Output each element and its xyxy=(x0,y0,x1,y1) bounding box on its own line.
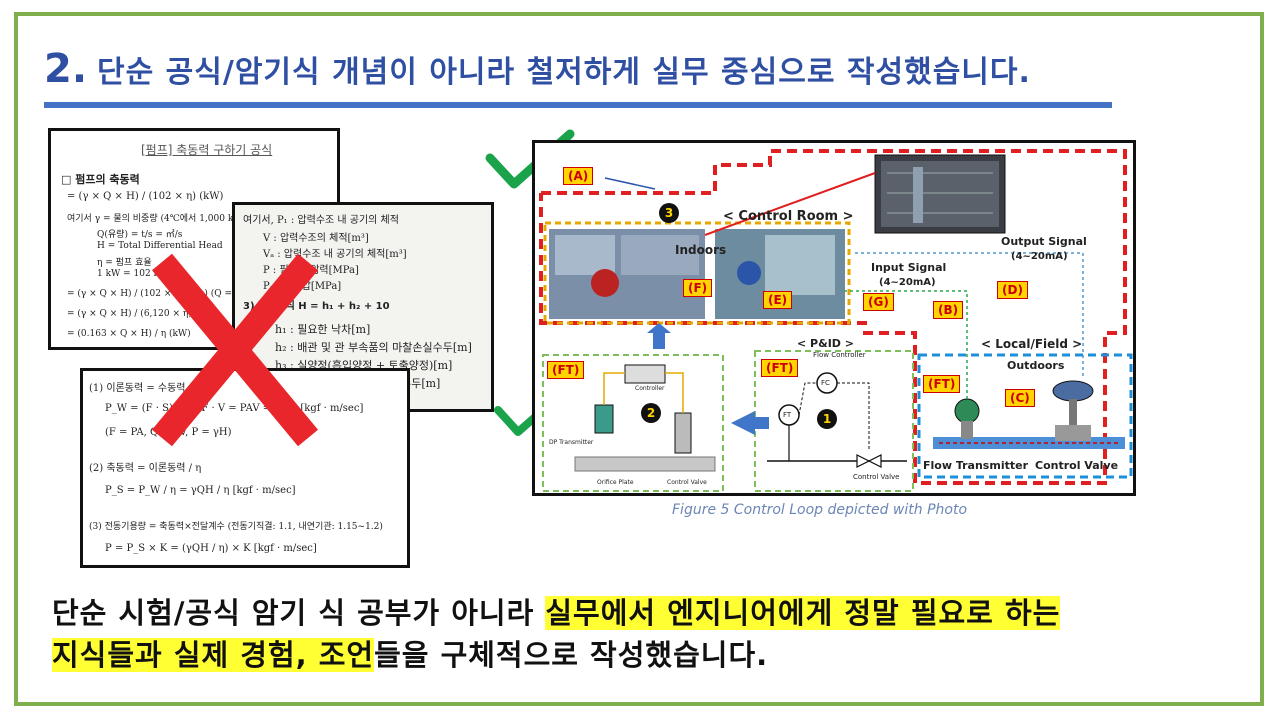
title-number: 2. xyxy=(44,46,88,92)
tag-f: (F) xyxy=(683,279,713,297)
slide-frame xyxy=(14,12,1264,706)
orifice-plate-label: Orifice Plate xyxy=(597,479,634,486)
control-loop-diagram: (A) 3 < Control Room > Indoors Output Si… xyxy=(532,140,1136,496)
x-mark-icon xyxy=(151,253,319,447)
tag-d: (D) xyxy=(997,281,1028,299)
doc1-line: = (0.163 × Q × H) / η (kW) xyxy=(67,329,191,339)
doc1-line: H = Total Differential Head xyxy=(97,241,223,251)
title-underline xyxy=(44,102,1112,108)
control-valve-label: Control Valve xyxy=(1035,459,1119,472)
number-2-badge: 2 xyxy=(641,403,661,423)
tag-e: (E) xyxy=(763,291,793,309)
control-room-label: < Control Room > xyxy=(723,209,854,224)
dp-transmitter-label: DP Transmitter xyxy=(549,439,594,446)
title-text: 단순 공식/암기식 개념이 아니라 철저하게 실무 중심으로 작성했습니다. xyxy=(97,55,1031,90)
doc1-line: = (γ × Q × H) / (102 × η) (kW) xyxy=(67,191,224,202)
body-text: 단순 시험/공식 암기 식 공부가 아니라 실무에서 엔지니어에게 정말 필요로… xyxy=(52,592,1232,676)
output-range-label: (4~20mA) xyxy=(1011,251,1068,262)
doc2-line: V : 압력수조의 체적[m³] xyxy=(263,233,369,244)
pid-label: < P&ID > xyxy=(797,337,854,350)
flow-controller-label: Flow Controller xyxy=(813,351,866,359)
slide-title: 2. 단순 공식/암기식 개념이 아니라 철저하게 실무 중심으로 작성했습니다. xyxy=(44,46,1031,96)
tag-a: (A) xyxy=(563,167,594,185)
body-part-1: 단순 시험/공식 암기 식 공부가 아니라 xyxy=(52,596,546,630)
doc1-line: = (γ × Q × H) / (102 × 60 × η) (Q = t/mi… xyxy=(67,289,263,299)
ft-symbol-label: FT xyxy=(783,411,792,419)
diagram-drawing xyxy=(539,149,1133,492)
tag-b: (B) xyxy=(933,301,964,319)
figure-caption: Figure 5 Control Loop depicted with Phot… xyxy=(672,502,968,518)
doc3-line: (3) 전동기용량 = 축동력×전달계수 (전동기직결: 1.1, 내연기관: … xyxy=(89,522,383,532)
local-field-label: < Local/Field > xyxy=(981,337,1083,351)
number-3-badge: 3 xyxy=(659,203,679,223)
control-valve-symbol-label: Control Valve xyxy=(853,473,900,481)
doc3-line: P = P_S × K = (γQH / η) × K [kgf · m/sec… xyxy=(105,543,317,554)
doc2-line: h₂ : 배관 및 관 부속품의 마찰손실수두[m] xyxy=(275,341,472,354)
number-1-badge: 1 xyxy=(817,409,837,429)
doc1-line: 여기서 γ = 물의 비중량 (4℃에서 1,000 kg/m³) xyxy=(67,214,258,224)
doc3-line: (1) 이론동력 = 수동력 xyxy=(89,383,186,394)
doc1-title: [펌프] 축동력 구하기 공식 xyxy=(141,143,273,157)
indoors-label: Indoors xyxy=(675,243,727,257)
controller-label: Controller xyxy=(635,385,665,392)
doc1-line: = (γ × Q × H) / (6,120 × η) (kW) xyxy=(67,309,217,319)
doc1-line: η = 펌프 효율 xyxy=(97,258,152,268)
doc1-line: Q(유량) = t/s = ㎥/s xyxy=(97,230,183,240)
tag-ft-left: (FT) xyxy=(547,361,585,379)
doc2-line: 여기서, P₁ : 압력수조 내 공기의 체적 xyxy=(243,215,399,226)
doc2-line: 3) 펌프방식 H = h₁ + h₂ + 10 xyxy=(243,301,390,312)
input-range-label: (4~20mA) xyxy=(879,277,936,288)
body-part-2: 들을 구체적으로 작성했습니다. xyxy=(374,638,769,672)
doc3-line: (2) 축동력 = 이론동력 / η xyxy=(89,463,202,474)
input-signal-label: Input Signal xyxy=(871,261,947,274)
control-valve-photo-label: Control Valve xyxy=(667,479,707,486)
tag-c: (C) xyxy=(1005,389,1035,407)
doc3-line: P_W = (F · S) / t = F · V = PAV = γQH [k… xyxy=(105,403,364,414)
doc2-line: h₁ : 필요한 낙차[m] xyxy=(275,323,371,336)
flow-transmitter-label: Flow Transmitter xyxy=(923,459,1028,472)
doc1-heading: □ 펌프의 축동력 xyxy=(61,173,140,186)
output-signal-label: Output Signal xyxy=(1001,235,1087,248)
tag-g: (G) xyxy=(863,293,894,311)
tag-ft-field: (FT) xyxy=(923,375,961,393)
tag-ft-pid: (FT) xyxy=(761,359,799,377)
fc-symbol-label: FC xyxy=(821,379,830,387)
body-highlight-1: 실무에서 엔지니어에게 정말 필요로 하는 xyxy=(545,596,1061,630)
doc3-line: P_S = P_W / η = γQH / η [kgf · m/sec] xyxy=(105,485,296,496)
doc2-line: Vₐ : 압력수조 내 공기의 체적[m³] xyxy=(263,249,407,260)
doc1-line: 1 kW = 102 kgf·m/s xyxy=(97,269,188,279)
outdoors-label: Outdoors xyxy=(1007,359,1065,372)
body-highlight-2: 지식들과 실제 경험, 조언 xyxy=(52,638,375,672)
